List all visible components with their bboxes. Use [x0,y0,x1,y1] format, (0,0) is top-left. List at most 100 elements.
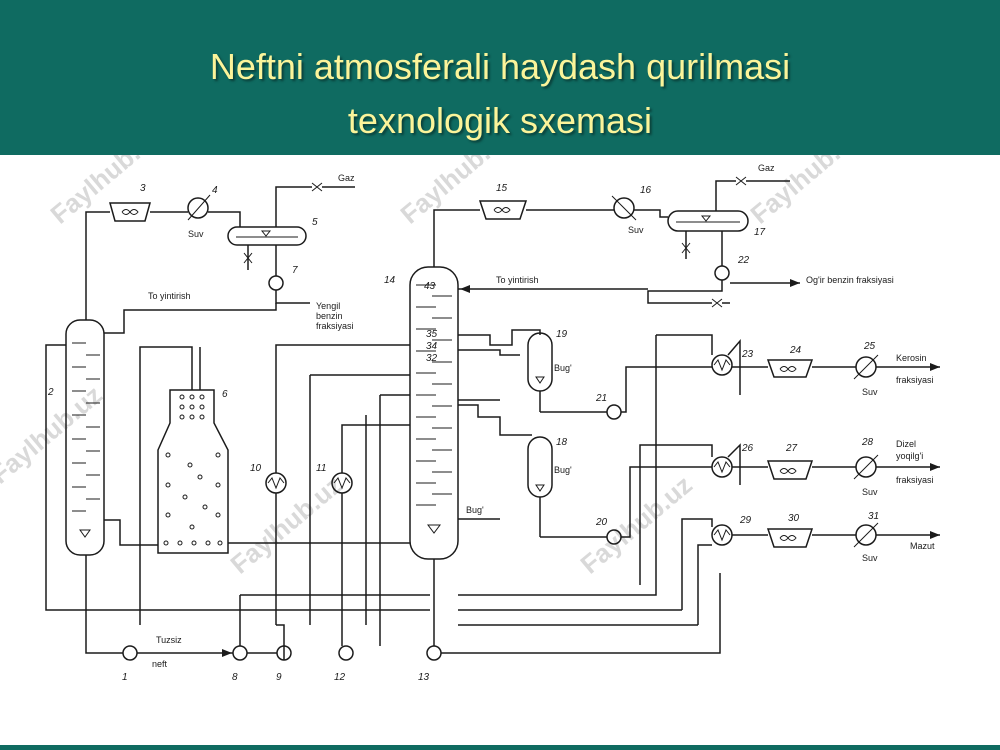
air-cooler-27 [766,460,814,480]
equipment-number-11: 11 [316,463,326,474]
furnace-6 [157,389,229,554]
label-ogir-benzin: Og'ir benzin fraksiyasi [806,275,894,285]
label-gaz-right: Gaz [758,163,775,173]
label-suv-28: Suv [862,487,878,497]
watermark: Faylhub.uz [45,155,168,230]
equipment-number-31: 31 [868,511,879,522]
pump-21 [606,404,622,420]
equipment-number-12: 12 [334,672,346,683]
valve-icon [681,242,691,254]
label-kerosin-1: Kerosin [896,353,927,363]
flow-arrow-icon [460,285,470,293]
valve-icon [735,176,747,186]
equipment-number-15: 15 [496,183,508,194]
equipment-number-2: 2 [47,387,54,398]
valve-icon [711,298,723,308]
equipment-number-4: 4 [212,185,218,196]
label-neft: neft [152,659,168,669]
label-to-yintirish-mid: To yintirish [496,275,539,285]
tray-number-32: 32 [426,353,438,364]
equipment-number-25: 25 [863,341,876,352]
label-gaz-left: Gaz [338,173,355,183]
equipment-number-27: 27 [785,443,798,454]
flow-arrow-icon [930,363,940,371]
column-2 [65,319,105,556]
heat-exchanger-10 [265,472,287,494]
flow-arrow-icon [930,463,940,471]
equipment-number-20: 20 [595,517,608,528]
equipment-number-3: 3 [140,183,146,194]
equipment-number-18: 18 [556,437,568,448]
pump-7 [268,275,284,291]
heat-exchanger-29 [711,524,733,546]
label-dizel-1: Dizel [896,439,916,449]
flow-arrow-icon [790,279,800,287]
equipment-number-21: 21 [595,393,607,404]
equipment-number-30: 30 [788,513,800,524]
label-bug-19: Bug' [554,363,572,373]
pump-13 [426,645,442,661]
label-yengil-1: Yengil [316,301,340,311]
main-column-14 [409,266,459,560]
equipment-number-29: 29 [739,515,752,526]
condenser-16 [613,197,635,219]
equipment-number-16: 16 [640,185,652,196]
heat-exchanger-23 [711,354,733,376]
equipment-number-23: 23 [741,349,754,360]
air-cooler-15 [478,200,528,220]
label-suv-16: Suv [628,225,644,235]
reflux-drum-5 [227,226,307,246]
label-mazut: Mazut [910,541,935,551]
label-to-yintirish-left: To yintirish [148,291,191,301]
pump-12 [338,645,354,661]
tray-number-34: 34 [426,341,438,352]
equipment-number-24: 24 [789,345,802,356]
label-bug-14: Bug' [466,505,484,515]
slide-title-line-1: Neftni atmosferali haydash qurilmasi [209,46,791,87]
equipment-number-9: 9 [276,672,282,683]
reflux-drum-17 [667,210,749,232]
pump-22 [714,265,730,281]
equipment-number-13: 13 [418,672,430,683]
label-kerosin-2: fraksiyasi [896,375,934,385]
slide-title-line-2: texnologik sxemasi [347,100,653,141]
tray-number-43: 43 [424,281,436,292]
footer-bar [0,745,1000,750]
air-cooler-3 [109,202,151,222]
label-suv-25: Suv [862,387,878,397]
equipment-number-17: 17 [754,227,766,238]
pump-1 [122,645,138,661]
label-suv-4: Suv [188,229,204,239]
equipment-number-7: 7 [292,265,298,276]
equipment-number-19: 19 [556,329,568,340]
label-bug-18: Bug' [554,465,572,475]
right-piping [458,334,940,626]
equipment-number-1: 1 [122,672,128,683]
equipment-number-22: 22 [737,255,750,266]
equipment-number-14: 14 [384,275,396,286]
equipment-number-8: 8 [232,672,238,683]
left-piping [45,182,430,660]
watermark: Faylhub.uz [0,379,108,489]
process-flow-diagram: Faylhub.uz Faylhub.uz Faylhub.uz Faylhub… [0,155,940,683]
equipment-number-28: 28 [861,437,874,448]
label-dizel-2: yoqilg'i [896,451,923,461]
equipment-number-6: 6 [222,389,228,400]
top-right-piping [526,180,800,304]
label-yengil-3: fraksiyasi [316,321,354,331]
tray-number-35: 35 [426,329,438,340]
condenser-4 [187,197,209,219]
flow-arrow-icon [930,531,940,539]
air-cooler-24 [766,359,814,378]
heat-exchanger-26 [711,456,733,478]
equipment-number-10: 10 [250,463,262,474]
air-cooler-30 [766,528,814,548]
label-yengil-2: benzin [316,311,343,321]
stripper-18 [527,436,553,498]
label-tuzsiz: Tuzsiz [156,635,182,645]
equipment-number-26: 26 [741,443,754,454]
center-piping [433,209,721,654]
header-bar: Neftni atmosferali haydash qurilmasi tex… [0,0,1000,155]
flow-arrow-icon [222,649,232,657]
